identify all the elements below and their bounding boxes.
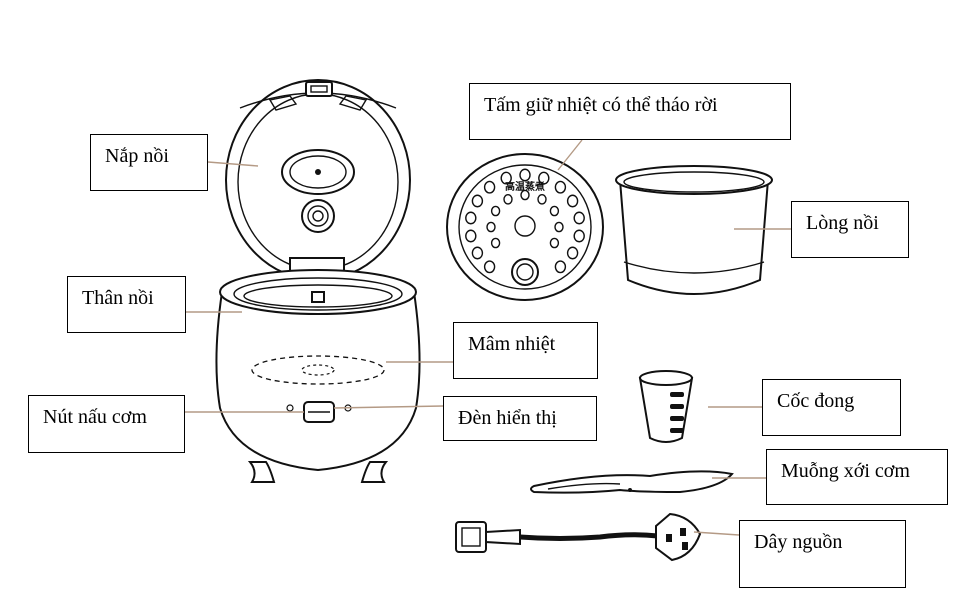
vent-hole bbox=[566, 194, 579, 208]
vent-hole bbox=[503, 193, 513, 205]
vent-hole bbox=[486, 221, 496, 233]
vent-hole bbox=[490, 205, 501, 217]
vent-hole bbox=[549, 237, 560, 249]
vent-hole bbox=[500, 171, 512, 185]
label-body: Thân nồi bbox=[67, 276, 186, 333]
vent-hole bbox=[483, 180, 496, 194]
label-lid: Nắp nồi bbox=[90, 134, 208, 191]
vent-hole bbox=[549, 205, 560, 217]
vent-hole bbox=[471, 246, 484, 260]
vent-hole bbox=[554, 260, 567, 274]
vent-hole bbox=[520, 189, 530, 201]
plate-emblem: 高温蒸煮 bbox=[505, 180, 545, 193]
cooker-body bbox=[215, 269, 421, 483]
vent-hole bbox=[554, 180, 567, 194]
cooker-lid bbox=[225, 79, 411, 281]
measuring-cup bbox=[638, 370, 694, 443]
insulation-plate: 高温蒸煮 bbox=[446, 153, 604, 301]
vent-hole bbox=[573, 211, 585, 225]
vent-hole bbox=[471, 194, 484, 208]
label-power-cord: Dây nguồn bbox=[739, 520, 906, 588]
vent-hole bbox=[538, 171, 550, 185]
vent-hole bbox=[490, 237, 501, 249]
label-rice-spoon: Muỗng xới cơm bbox=[766, 449, 948, 505]
inner-pot bbox=[615, 165, 773, 295]
vent-hole bbox=[519, 168, 531, 182]
label-measuring-cup: Cốc đong bbox=[762, 379, 901, 436]
label-inner-pot: Lòng nồi bbox=[791, 201, 909, 258]
power-cord bbox=[455, 512, 702, 562]
leader-lines bbox=[185, 139, 791, 536]
label-indicator: Đèn hiển thị bbox=[443, 396, 597, 441]
vent-hole bbox=[465, 211, 477, 225]
vent-hole bbox=[483, 260, 496, 274]
vent-hole bbox=[566, 246, 579, 260]
label-cook-button: Nút nấu cơm bbox=[28, 395, 185, 453]
label-insulation-plate: Tấm giữ nhiệt có thể tháo rời bbox=[469, 83, 791, 140]
vent-hole bbox=[537, 193, 547, 205]
vent-hole bbox=[465, 229, 477, 243]
vent-hole bbox=[573, 229, 585, 243]
label-heating-plate: Mâm nhiệt bbox=[453, 322, 598, 379]
vent-hole bbox=[554, 221, 564, 233]
rice-spoon bbox=[530, 470, 734, 494]
